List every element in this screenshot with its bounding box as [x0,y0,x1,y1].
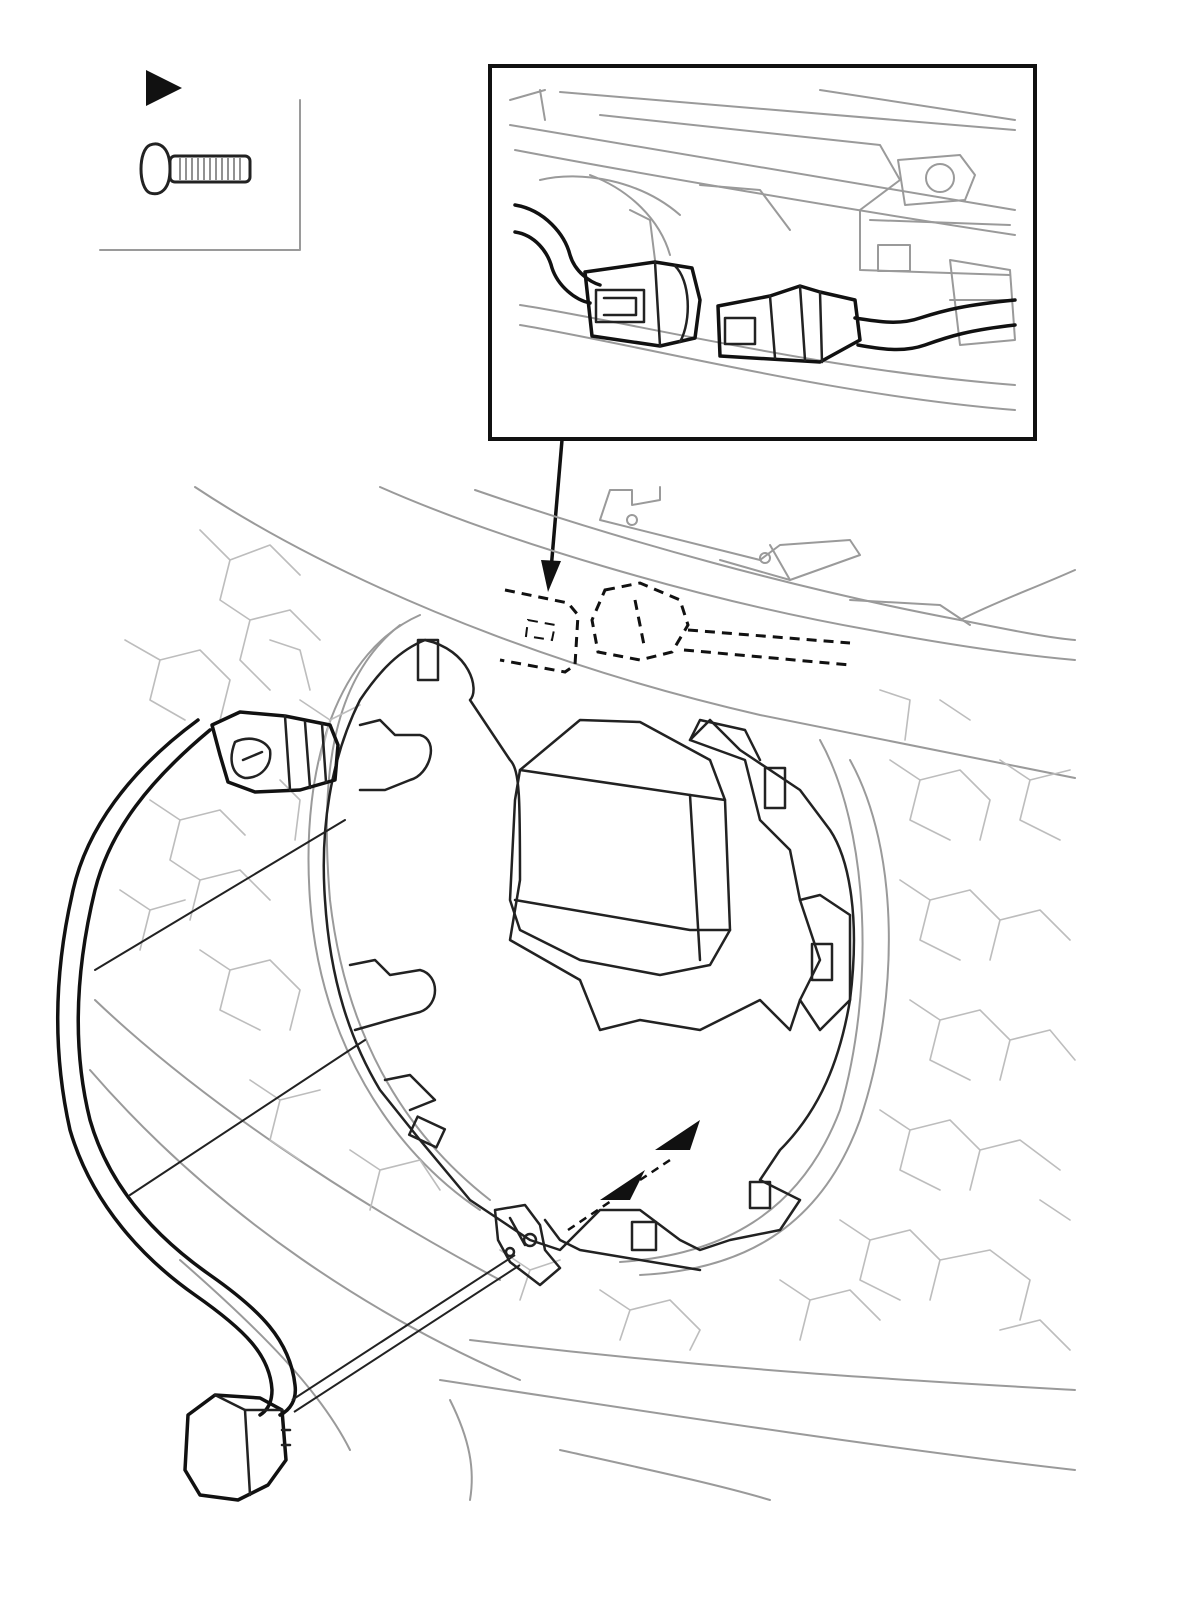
harness-connector-upper [210,710,340,794]
ground-wire [291,1218,702,1413]
fastener-legend [99,70,301,251]
hidden-connector-outline [499,581,851,674]
legend-border [99,99,301,251]
callout-arrow-icon-lower [600,1170,645,1200]
fog-lamp-bezel [322,638,856,1252]
legend-arrow-icon [146,70,182,106]
screw-icon [139,142,252,196]
callout-arrow-icon-upper [655,1120,700,1150]
screw-location-arrows [567,1120,700,1232]
connector-left [583,260,702,348]
connector-right [716,284,862,364]
inset-pointer [541,439,564,592]
grille-texture [119,529,1076,1351]
inset-frame [488,64,1037,441]
fog-lamp-wire-harness [56,718,366,1417]
fog-lamp-unit [508,718,732,977]
bumper-body [89,486,1076,1501]
bezel-mounting-bracket [493,1203,562,1287]
connector-detail-inset [488,64,1037,441]
harness-connector-lower [183,1393,292,1502]
